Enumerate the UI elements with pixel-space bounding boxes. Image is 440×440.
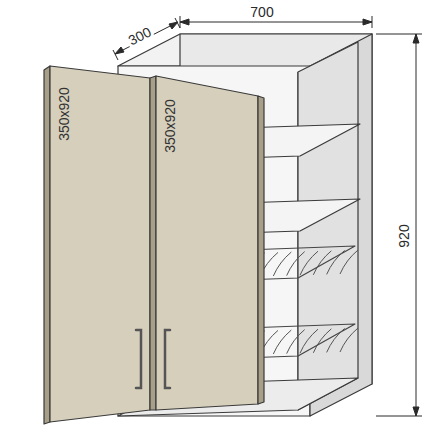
height-dimension: 920 bbox=[397, 222, 411, 249]
depth-dimension: 300 bbox=[125, 24, 156, 49]
rack-wire bbox=[340, 250, 358, 274]
width-dimension: 700 bbox=[248, 5, 275, 19]
door-size: 350x920 bbox=[163, 99, 177, 153]
rack-wire bbox=[340, 328, 358, 352]
door-size: 350x920 bbox=[57, 87, 71, 141]
